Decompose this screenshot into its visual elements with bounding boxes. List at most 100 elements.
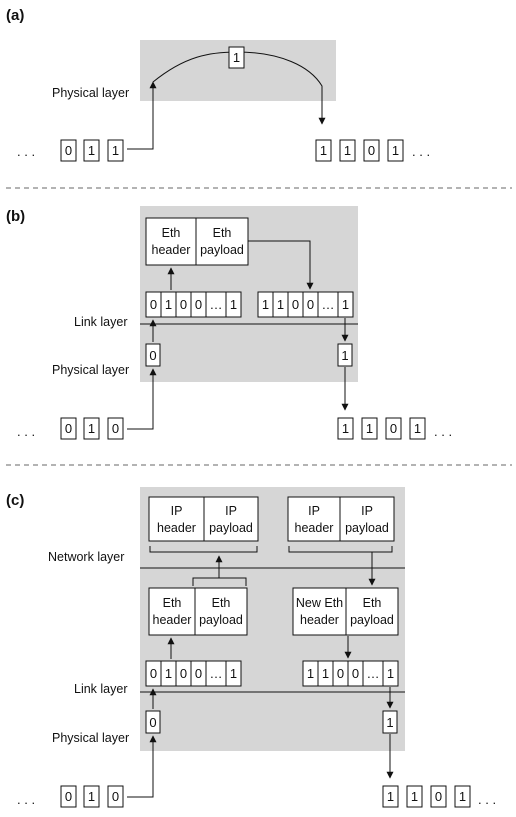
- eth-payload-label: payload: [199, 613, 243, 627]
- svg-text:0: 0: [112, 421, 119, 436]
- arrow-sender-link: [127, 735, 157, 798]
- svg-text:1: 1: [165, 297, 172, 312]
- panel-c-eth-frame-in: Eth header Eth payload: [148, 587, 248, 636]
- panel-a-physical-layer-label: Physical layer: [52, 86, 129, 100]
- eth-header-label: header: [153, 613, 192, 627]
- panel-c-ip-in-bracket: [149, 546, 258, 553]
- eth-header-label: header: [152, 243, 191, 257]
- svg-text:0: 0: [180, 666, 187, 681]
- svg-text:0: 0: [112, 789, 119, 804]
- panel-b-label: (b): [6, 208, 25, 225]
- svg-text:1: 1: [387, 666, 394, 681]
- eth-payload-label: payload: [200, 243, 244, 257]
- svg-text:0: 0: [195, 666, 202, 681]
- panel-c: (c) Network layer Link layer Physical la…: [6, 487, 496, 808]
- ellipsis: . . .: [434, 424, 452, 439]
- svg-text:…: …: [322, 297, 335, 312]
- svg-text:0: 0: [150, 297, 157, 312]
- panel-c-bit-down: 1: [382, 710, 398, 734]
- panel-b-link-layer-label: Link layer: [74, 315, 128, 329]
- svg-text:1: 1: [262, 297, 269, 312]
- ip-payload-label: payload: [345, 521, 389, 535]
- panel-b-incoming-frame-bits: 0 1 0 0 … 1: [145, 291, 242, 318]
- ellipsis: . . .: [412, 144, 430, 159]
- panel-c-received-bits: 1 1 0 1: [382, 785, 471, 808]
- svg-text:1: 1: [88, 789, 95, 804]
- svg-text:1: 1: [320, 143, 327, 158]
- ip-header-label: IP: [308, 504, 320, 518]
- ellipsis: . . .: [17, 424, 35, 439]
- ellipsis: . . .: [17, 792, 35, 807]
- svg-text:0: 0: [150, 666, 157, 681]
- ip-header-label: header: [157, 521, 196, 535]
- ellipsis: . . .: [17, 144, 35, 159]
- panel-a-bit-in-flight: 1: [228, 46, 245, 69]
- svg-text:0: 0: [149, 715, 156, 730]
- ip-header-label: IP: [171, 504, 183, 518]
- arrow-payload-to-output: [248, 240, 314, 290]
- svg-text:1: 1: [341, 348, 348, 363]
- svg-text:1: 1: [387, 789, 394, 804]
- panel-c-ip-out-bracket: [288, 546, 393, 553]
- arrow-sender-link: [127, 368, 157, 430]
- panel-b: (b) Link layer Physical layer Eth header…: [6, 206, 452, 440]
- svg-text:1: 1: [112, 143, 119, 158]
- eth-header-label: Eth: [163, 596, 182, 610]
- svg-text:0: 0: [307, 297, 314, 312]
- svg-text:0: 0: [352, 666, 359, 681]
- svg-text:0: 0: [337, 666, 344, 681]
- panel-a-sender-link: [127, 81, 157, 150]
- svg-text:1: 1: [88, 421, 95, 436]
- panel-c-ip-packet-in: IP header IP payload: [148, 496, 259, 542]
- eth-payload-label: Eth: [213, 226, 232, 240]
- new-eth-header-label: New Eth: [296, 596, 343, 610]
- panel-b-sent-bits: 0 1 0: [60, 417, 124, 440]
- ip-payload-label: IP: [225, 504, 237, 518]
- eth-payload-label: Eth: [212, 596, 231, 610]
- svg-text:1: 1: [392, 143, 399, 158]
- panel-b-bit-up: 0: [145, 343, 161, 367]
- panel-c-incoming-frame-bits: 0 1 0 0 … 1: [145, 660, 242, 687]
- panel-b-received-bits: 1 1 0 1: [337, 417, 426, 440]
- panel-a: (a) Physical layer 1 . . . 0 1 1 1 1 0 1…: [6, 7, 430, 162]
- panel-b-bit-down: 1: [337, 343, 353, 367]
- svg-text:…: …: [210, 666, 223, 681]
- panel-c-physical-layer-label: Physical layer: [52, 731, 129, 745]
- svg-text:1: 1: [386, 715, 393, 730]
- panel-b-physical-layer-label: Physical layer: [52, 363, 129, 377]
- svg-text:0: 0: [65, 789, 72, 804]
- svg-text:…: …: [367, 666, 380, 681]
- panel-b-outgoing-frame-bits: 1 1 0 0 … 1: [257, 291, 354, 318]
- svg-text:0: 0: [435, 789, 442, 804]
- svg-text:0: 0: [65, 143, 72, 158]
- eth-payload-label: Eth: [363, 596, 382, 610]
- svg-text:0: 0: [368, 143, 375, 158]
- svg-text:1: 1: [277, 297, 284, 312]
- svg-text:1: 1: [322, 666, 329, 681]
- svg-text:0: 0: [65, 421, 72, 436]
- panel-c-link-layer-label: Link layer: [74, 682, 128, 696]
- ip-header-label: header: [295, 521, 334, 535]
- svg-text:0: 0: [195, 297, 202, 312]
- panel-a-label: (a): [6, 7, 24, 24]
- new-eth-header-label: header: [300, 613, 339, 627]
- svg-text:1: 1: [342, 297, 349, 312]
- panel-a-received-bits: 1 1 0 1: [315, 139, 404, 162]
- svg-text:1: 1: [230, 666, 237, 681]
- svg-text:1: 1: [307, 666, 314, 681]
- eth-header-label: Eth: [162, 226, 181, 240]
- svg-text:1: 1: [459, 789, 466, 804]
- ip-payload-label: IP: [361, 504, 373, 518]
- svg-text:1: 1: [165, 666, 172, 681]
- svg-text:0: 0: [292, 297, 299, 312]
- svg-text:1: 1: [88, 143, 95, 158]
- svg-text:1: 1: [411, 789, 418, 804]
- svg-text:1: 1: [344, 143, 351, 158]
- panel-c-network-layer-label: Network layer: [48, 550, 124, 564]
- ip-payload-label: payload: [209, 521, 253, 535]
- panel-c-sent-bits: 0 1 0: [60, 785, 124, 808]
- panel-c-ip-packet-out: IP header IP payload: [287, 496, 395, 542]
- svg-text:…: …: [210, 297, 223, 312]
- svg-text:1: 1: [414, 421, 421, 436]
